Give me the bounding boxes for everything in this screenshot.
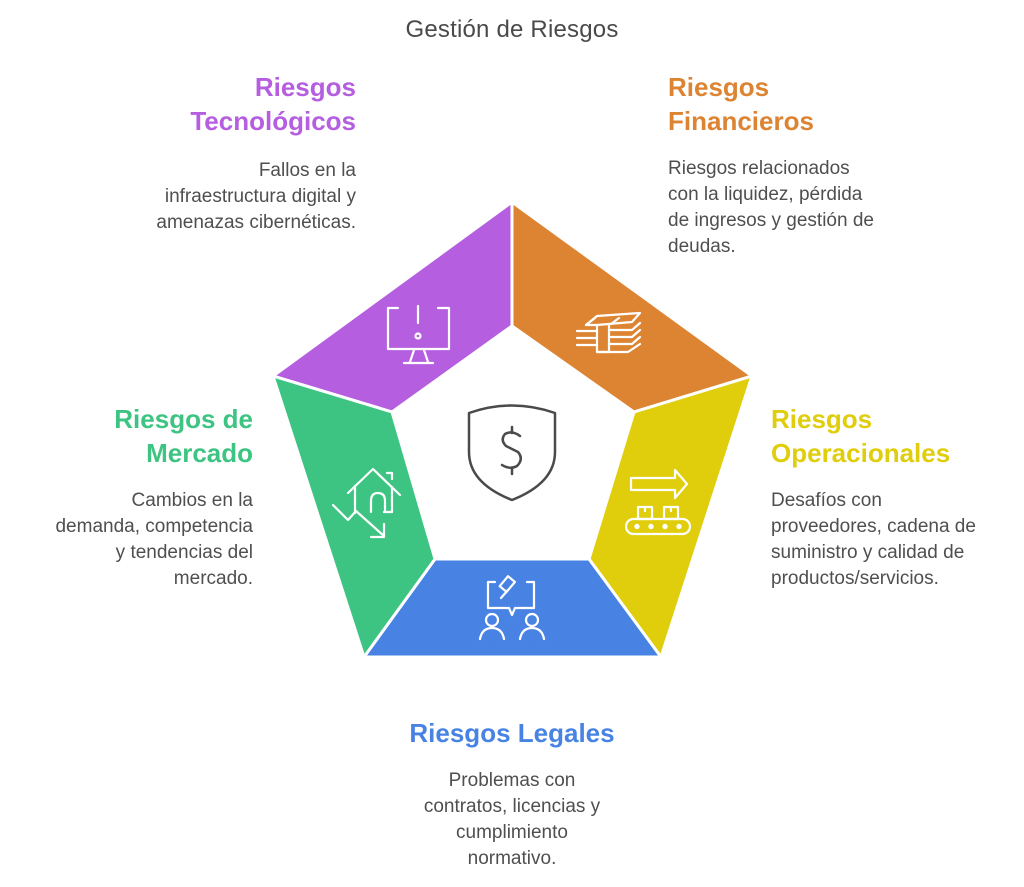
segment-description: Problemas con contratos, licencias y cum…: [423, 770, 601, 869]
diagram-title: Gestión de Riesgos: [405, 16, 619, 43]
segment-description: Riesgos relacionados con la liquidez, pé…: [668, 158, 874, 257]
block-tecnologicos: Riesgos Tecnológicos Fallos en la infrae…: [100, 70, 356, 236]
segment-description: Cambios en la demanda, competencia y ten…: [55, 490, 253, 589]
segment-title: Riesgos Financieros: [668, 72, 814, 136]
legal-discussion-icon: [478, 575, 546, 641]
shield-dollar-icon: [467, 404, 557, 502]
block-mercado: Riesgos de Mercado Cambios en la demanda…: [40, 402, 253, 592]
house-market-decline-icon: [331, 467, 402, 539]
segment-title: Riesgos Legales: [409, 718, 615, 748]
monitor-alert-icon: [386, 304, 451, 365]
segment-description: Fallos en la infraestructura digital y a…: [156, 160, 356, 233]
segment-mercado: [270, 373, 437, 661]
block-operacionales: Riesgos Operacionales Desafíos con prove…: [771, 402, 1021, 592]
money-stack-icon: [575, 311, 642, 354]
segment-title: Riesgos Tecnológicos: [190, 72, 356, 136]
block-financieros: Riesgos Financieros Riesgos relacionados…: [668, 70, 968, 260]
segment-title: Riesgos Operacionales: [771, 404, 951, 468]
block-legales: Riesgos Legales Problemas con contratos,…: [362, 716, 662, 872]
segment-title: Riesgos de Mercado: [114, 404, 253, 468]
conveyor-belt-icon: [624, 468, 692, 536]
segment-description: Desafíos con proveedores, cadena de sumi…: [771, 490, 976, 589]
